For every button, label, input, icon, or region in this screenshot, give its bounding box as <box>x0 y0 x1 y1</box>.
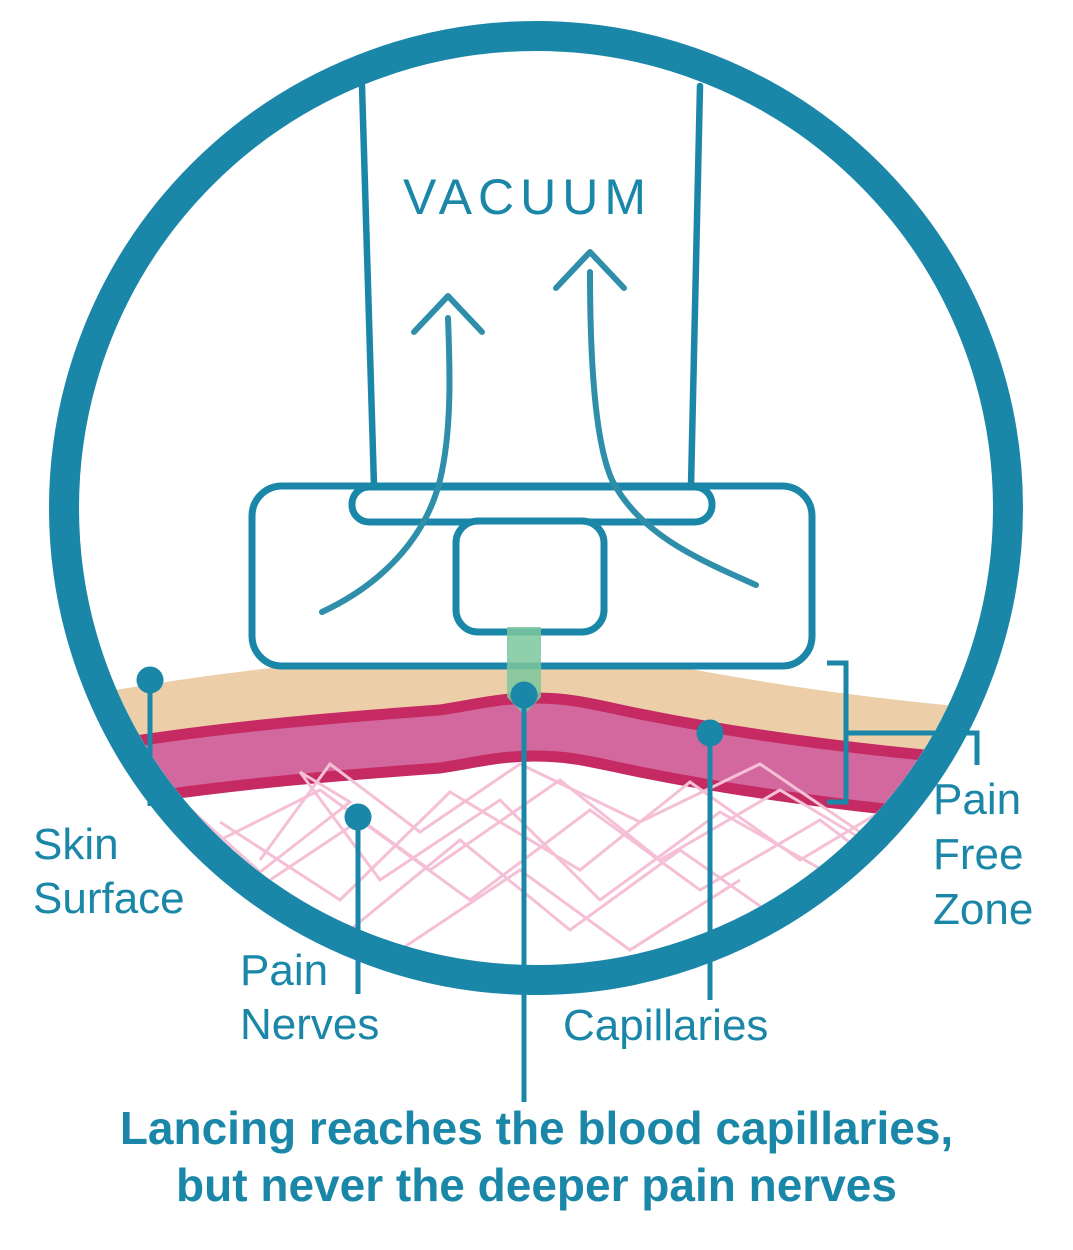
device-body-right-edge <box>687 82 704 490</box>
pain-free-zone-label-line3: Zone <box>933 885 1034 934</box>
arrow-up-icon <box>411 293 485 335</box>
skin-surface-label-line1: Skin <box>33 820 119 869</box>
arrow-up-icon <box>553 249 627 291</box>
device-top-bar <box>348 483 716 526</box>
device-nozzle <box>452 517 608 636</box>
pain-free-zone-label: Pain Free Zone <box>933 772 1033 937</box>
capillaries-label: Capillaries <box>563 1001 769 1050</box>
lancing-device <box>248 82 816 670</box>
circle-border <box>49 21 1023 995</box>
caption: Lancing reaches the blood capillaries, b… <box>0 1100 1073 1214</box>
lancet-tip-dot <box>510 681 538 709</box>
caption-line1: Lancing reaches the blood capillaries, <box>119 1102 954 1154</box>
pain-free-zone-bracket <box>827 660 980 805</box>
device-body-left-edge <box>358 82 378 490</box>
pain-nerves-dot <box>344 803 372 831</box>
pain-free-zone-label-line2: Free <box>933 830 1024 879</box>
vacuum-label: VACUUM <box>403 169 652 225</box>
caption-line2: but never the deeper pain nerves <box>176 1159 897 1211</box>
pain-free-zone-label-line1: Pain <box>933 775 1022 824</box>
vacuum-flow-left <box>319 293 485 615</box>
capillary-layer <box>79 692 993 826</box>
skin-surface-dot <box>136 666 164 694</box>
pain-nerves-label: Pain Nerves <box>240 944 379 1052</box>
pain-nerves-label-line2: Nerves <box>240 1000 380 1049</box>
capillaries-dot <box>696 719 724 747</box>
skin-surface-label-line2: Surface <box>33 874 185 923</box>
pain-nerves-label-line1: Pain <box>240 946 329 995</box>
skin-surface-label: Skin Surface <box>33 818 185 926</box>
skin-cross-section <box>79 640 993 952</box>
vacuum-flow-right <box>553 249 759 588</box>
